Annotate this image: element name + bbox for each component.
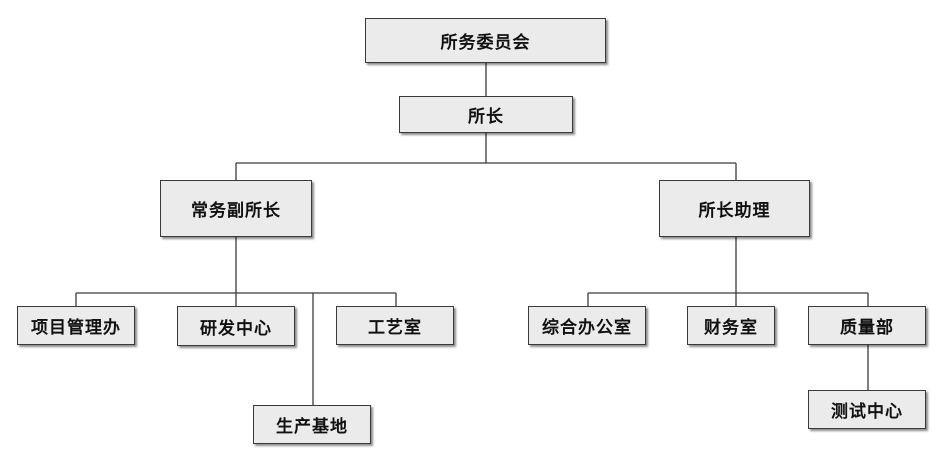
node-general-office: 综合办公室 xyxy=(528,306,646,345)
node-project-office: 项目管理办 xyxy=(17,306,135,345)
node-exec-deputy: 常务副所长 xyxy=(160,180,312,237)
node-finance-room: 财务室 xyxy=(687,306,775,345)
node-assistant: 所长助理 xyxy=(659,180,810,237)
node-committee: 所务委员会 xyxy=(365,18,606,63)
node-quality-dept: 质量部 xyxy=(808,306,926,345)
node-director: 所长 xyxy=(399,96,573,133)
node-production-base: 生产基地 xyxy=(253,405,371,444)
node-process-room: 工艺室 xyxy=(336,306,454,345)
node-rnd-center: 研发中心 xyxy=(177,306,295,346)
node-testing-center: 测试中心 xyxy=(808,390,926,429)
